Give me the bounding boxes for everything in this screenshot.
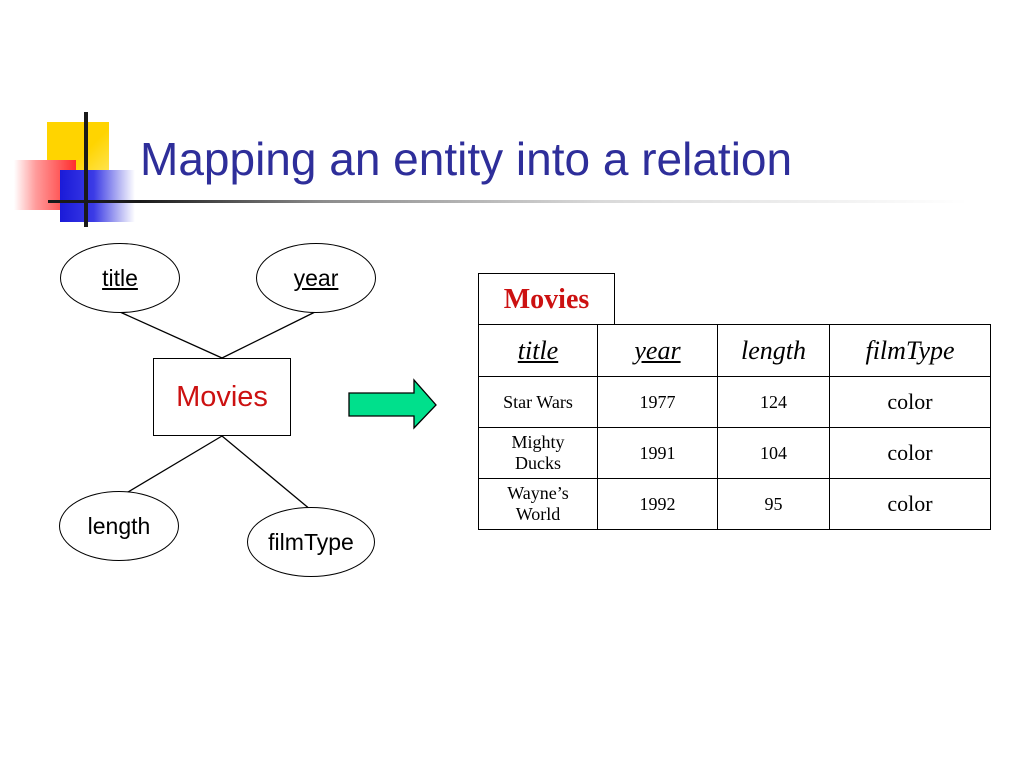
attribute-filmtype-label: filmType [268,528,354,555]
table-cell: color [829,376,991,428]
table-row: Mighty Ducks 1991 104 color [478,427,991,479]
table-cell: Star Wars [478,376,598,428]
table-cell: color [829,478,991,530]
attribute-length: length [59,491,179,561]
entity-movies: Movies [153,358,291,436]
column-header-filmtype: filmType [829,324,991,377]
mapping-arrow-icon [348,378,437,430]
table-row: Wayne’s World 1992 95 color [478,478,991,530]
table-cell: 1992 [597,478,718,530]
table-cell: 1977 [597,376,718,428]
slide-title: Mapping an entity into a relation [140,133,793,185]
connector-filmtype [221,435,312,511]
table-cell: color [829,427,991,479]
connector-title [119,311,223,359]
relation-name: Movies [478,273,615,325]
table-cell: 1991 [597,427,718,479]
connector-year [221,311,316,359]
connector-length [117,435,223,499]
attribute-title-label: title [102,264,138,291]
attribute-filmtype: filmType [247,507,375,577]
title-decoration-blue [60,170,135,222]
attribute-title: title [60,243,180,313]
attribute-year-label: year [293,264,339,291]
column-header-year: year [597,324,718,377]
table-cell: 124 [717,376,830,428]
relation-table: title year length filmType Star Wars 197… [478,324,991,530]
column-header-title: title [478,324,598,377]
table-cell: Wayne’s World [478,478,598,530]
table-row: Star Wars 1977 124 color [478,376,991,428]
table-cell: 95 [717,478,830,530]
relation-header-row: title year length filmType [478,324,991,377]
attribute-year: year [256,243,376,313]
title-underline [48,200,968,203]
attribute-length-label: length [87,512,151,539]
column-header-length: length [717,324,830,377]
title-decoration-vertical-line [84,112,88,227]
table-cell: Mighty Ducks [478,427,598,479]
table-cell: 104 [717,427,830,479]
